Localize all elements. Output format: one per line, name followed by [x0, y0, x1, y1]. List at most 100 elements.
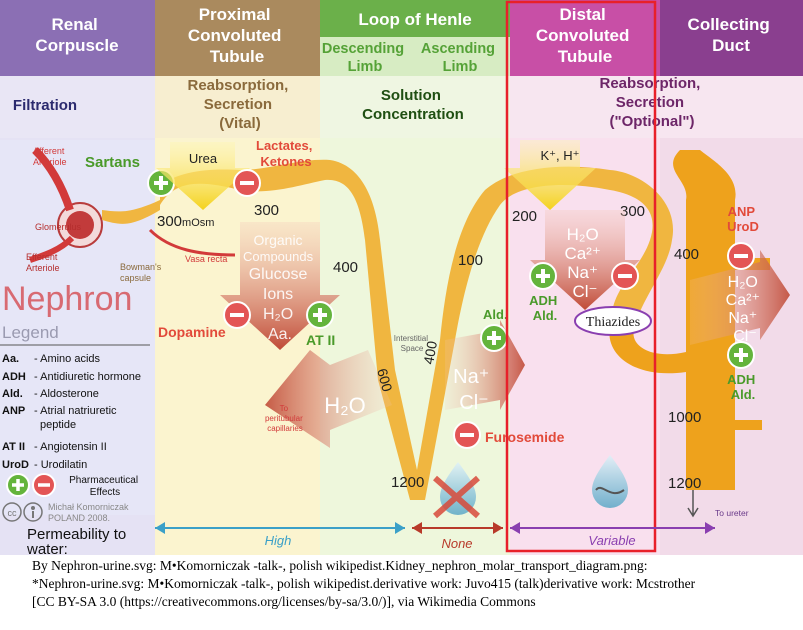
permeability-none-arrow — [412, 522, 503, 534]
function-filtration: Filtration — [13, 97, 77, 114]
legend-minus-icon — [32, 473, 56, 497]
distal-function-band — [510, 76, 803, 138]
legend-abbr-aa: Aa. — [2, 353, 19, 365]
furosemide-minus-icon — [453, 421, 481, 449]
label-to-peritubular: To peritubular capillaries — [265, 404, 305, 433]
legend-desc-aa: - Amino acids — [34, 353, 101, 365]
legend-credit: Michał Komorniczak POLAND 2008. — [48, 502, 131, 523]
efferent-arteriole — [29, 235, 75, 263]
label-duct-ions: H₂O Ca²⁺ Na⁺ Cl⁻ — [726, 274, 765, 345]
caption-line-3: [CC BY-SA 3.0 (https://creativecommons.o… — [32, 594, 536, 609]
legend-desc-urod: - Urodilatin — [34, 459, 87, 471]
label-organic-compounds: Organic Compounds Glucose Ions H₂O Aa. — [243, 232, 317, 343]
proximal-function-band — [155, 76, 320, 138]
legend-plus-icon — [6, 473, 30, 497]
legend-pharma: Pharmaceutical Effects — [69, 475, 141, 498]
legend-desc-ald: - Aldosterone — [34, 388, 99, 400]
loop-function-band — [320, 76, 510, 138]
label-to-ureter: To ureter — [715, 508, 749, 518]
to-ureter-arrow — [687, 490, 699, 518]
wave-icon — [595, 487, 625, 495]
osm-300-start: 300mOsm — [157, 213, 214, 230]
function-solution-concentration: Solution Concentration — [362, 87, 464, 123]
label-anp-urod: ANP UroD — [727, 204, 759, 234]
label-interstitial: Interstitial Space — [394, 334, 430, 353]
header-descending-text: Descending Limb — [322, 41, 408, 75]
label-afferent: Afferent Arteriole — [33, 146, 67, 167]
label-furosemide: Furosemide — [485, 429, 565, 445]
water-drop-variable — [592, 455, 628, 508]
osm-300-pct: 300 — [254, 202, 279, 219]
legend-abbr-at2: AT II — [2, 441, 25, 453]
legend-abbr-anp: ANP — [2, 405, 25, 417]
label-urea: Urea — [189, 151, 218, 166]
label-distal-adh-ald: ADH Ald. — [529, 293, 561, 323]
afferent-arteriole — [32, 147, 74, 212]
urea-minus-icon — [233, 169, 261, 197]
label-efferent: Efferent Arteriole — [26, 252, 60, 273]
label-lactates-ketones: Lactates, Ketones — [256, 138, 316, 169]
label-vasa-recta: Vasa recta — [185, 254, 227, 264]
function-reabsorption-vital: Reabsorption, Secretion (Vital) — [187, 77, 292, 132]
distal-highlight-box — [505, 0, 657, 553]
glomerulus — [66, 211, 94, 239]
attribution-caption: By Nephron-urine.svg: M•Komorniczak -tal… — [32, 557, 792, 611]
osm-400-desc: 400 — [333, 259, 358, 276]
osm-100: 100 — [458, 252, 483, 269]
urea-arrow — [156, 142, 250, 210]
anp-minus-icon — [727, 242, 755, 270]
duct-adh-plus-icon — [727, 341, 755, 369]
osm-400-duct: 400 — [674, 246, 699, 263]
caption-line-1: By Nephron-urine.svg: M•Komorniczak -tal… — [32, 558, 648, 573]
header-limbs — [320, 37, 510, 76]
osm-1200-duct: 1200 — [668, 475, 701, 492]
function-reabsorption-optional: Reabsorption, Secretion ("Optional") — [599, 75, 704, 130]
ald-loop-plus-icon — [480, 324, 508, 352]
label-h2o-big: H₂O — [324, 393, 366, 418]
header-collecting — [660, 0, 803, 76]
header-collecting-text: Collecting Duct — [688, 15, 775, 55]
thiazides-minus-icon — [611, 262, 639, 290]
legend-title: Legend — [2, 323, 59, 342]
permeability-label: Permeability to water: — [26, 526, 130, 555]
header-renal-text: Renal Corpuscle — [35, 15, 118, 55]
osm-1200-loop: 1200 — [391, 474, 424, 491]
header-distal-text: Distal Convoluted Tubule — [536, 5, 634, 66]
osm-400-asc: 400 — [420, 340, 440, 366]
label-thiazides: Thiazides — [586, 315, 640, 330]
k-h-secretion-arrow — [504, 140, 596, 210]
header-loop — [320, 0, 510, 37]
legend-desc-adh: - Antidiuretic hormone — [34, 371, 141, 383]
header-ascending-text: Ascending Limb — [421, 41, 499, 75]
label-at2: AT II — [306, 332, 335, 348]
header-loop-text: Loop of Henle — [358, 10, 471, 29]
label-na-cl-loop: Na⁺ Cl⁻ — [453, 366, 495, 414]
legend-abbr-urod: UroD — [2, 459, 29, 471]
nephron-diagram: Renal Corpuscle Proximal Convoluted Tubu… — [0, 0, 803, 555]
osm-600: 600 — [374, 367, 396, 394]
cc-license-icon: cc — [2, 502, 43, 522]
blocked-x-icon — [433, 475, 480, 519]
svg-text:cc: cc — [8, 508, 18, 518]
osm-300-dct: 300 — [620, 203, 645, 220]
duct-reabsorption-arrow — [690, 250, 790, 345]
header-proximal-text: Proximal Convoluted Tubule — [188, 5, 286, 66]
permeability-variable-arrow — [510, 522, 715, 534]
legend-abbr-adh: ADH — [2, 371, 26, 383]
osm-1000: 1000 — [668, 409, 701, 426]
header-proximal — [155, 0, 320, 76]
tubule-origin — [102, 200, 160, 224]
at2-plus-icon — [306, 301, 334, 329]
legend-desc-anp: - Atrial natriuretic peptide — [34, 405, 120, 431]
label-ald-loop: Ald. — [483, 307, 508, 322]
permeability-high-arrow — [155, 522, 405, 534]
vasa-recta-line — [148, 228, 236, 257]
legend-abbr-ald: Ald. — [2, 388, 23, 400]
header-distal — [510, 0, 660, 76]
distal-reabsorption-arrow — [530, 210, 640, 310]
label-glomerulus: Glomerulus — [35, 222, 82, 232]
thiazides-ellipse — [574, 306, 652, 336]
nephron-title: Nephron — [2, 280, 132, 318]
label-k-h: K⁺, H⁺ — [540, 148, 579, 163]
header-renal — [0, 0, 155, 76]
